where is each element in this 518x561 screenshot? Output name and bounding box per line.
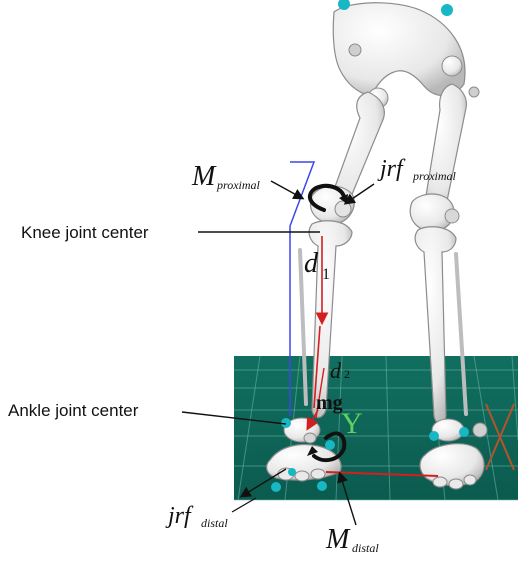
left-femur	[311, 92, 385, 224]
jrf-distal-main: jrf	[165, 503, 194, 529]
d1-main: d	[304, 248, 319, 279]
d2-sub: 2	[344, 367, 350, 381]
ankle-joint-center-label: Ankle joint center	[8, 401, 139, 420]
knee-joint-center-label: Knee joint center	[21, 223, 149, 242]
jrf-proximal-sub: proximal	[412, 169, 457, 183]
jrf-distal-sub: distal	[201, 516, 228, 530]
m-proximal-sub: proximal	[216, 178, 261, 192]
d1-sub: 1	[322, 266, 330, 283]
d2-main: d	[330, 358, 342, 383]
m-distal-sub: distal	[352, 541, 379, 555]
jrf-proximal-main: jrf	[377, 156, 406, 182]
right-femur	[410, 84, 479, 232]
m-proximal-main: M	[191, 161, 217, 192]
mg-label: mg	[316, 392, 343, 414]
y-axis-label: Y	[341, 407, 363, 440]
m-distal-main: M	[325, 524, 351, 555]
